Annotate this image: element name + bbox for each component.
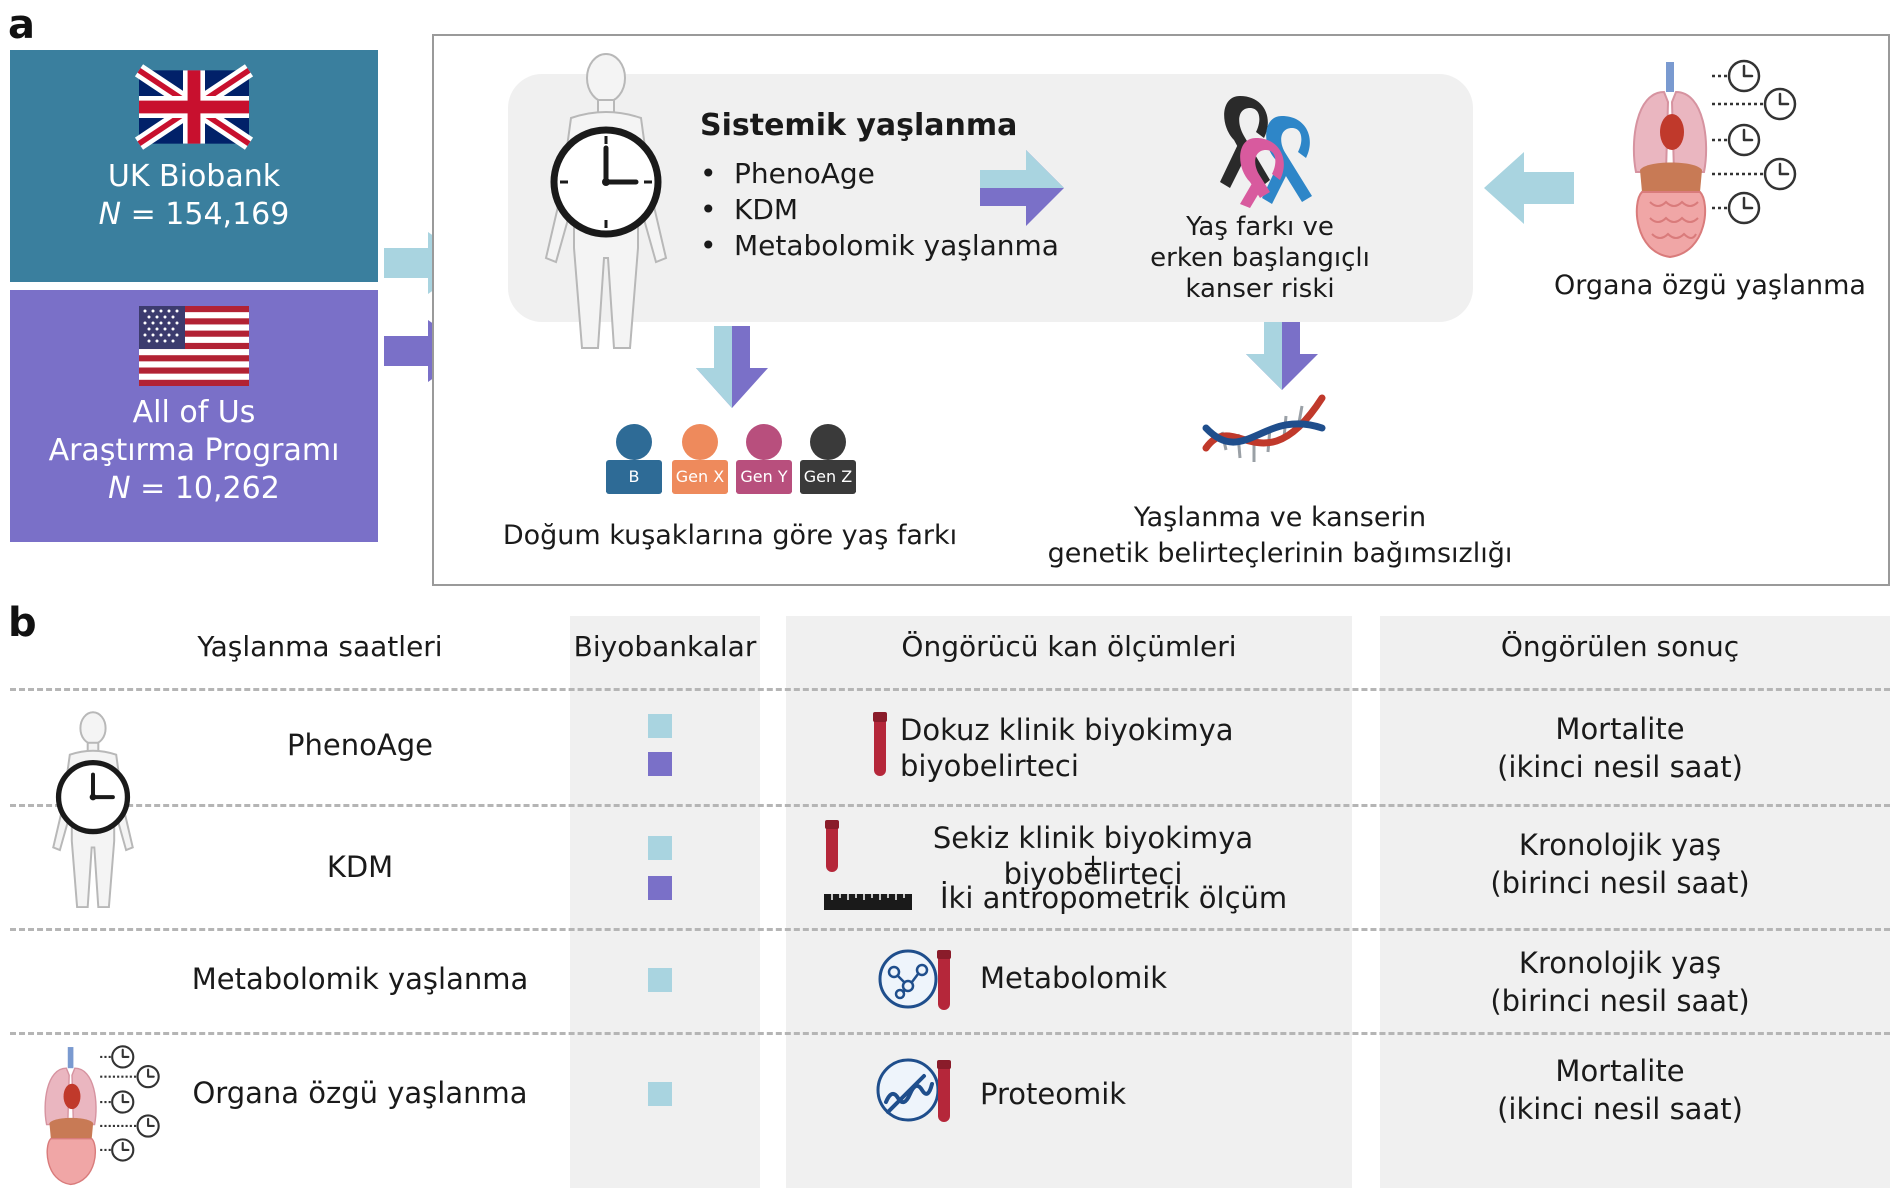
uk-biobank-box: UK Biobank N = 154,169 xyxy=(10,50,378,282)
header-aging-clocks: Yaşlanma saatleri xyxy=(197,630,443,663)
panel-a-letter: a xyxy=(8,2,35,48)
biobank-us-marker xyxy=(648,876,672,900)
row-measure-kdm: Sekiz klinik biyokimya biyobelirteci xyxy=(858,820,1328,892)
list-item: Metabolomik yaşlanma xyxy=(700,228,1059,264)
header-measures: Öngörücü kan ölçümleri xyxy=(901,630,1237,663)
biobank-uk-marker xyxy=(648,1082,672,1106)
all-of-us-name-2: Araştırma Programı xyxy=(48,433,340,468)
row-divider xyxy=(10,928,1890,931)
list-item: PhenoAge xyxy=(700,156,1059,192)
uk-biobank-n: N = 154,169 xyxy=(98,197,290,232)
outcome-line: Mortalite xyxy=(1555,712,1685,746)
row-outcome-organ: Mortalite (ikinci nesil saat) xyxy=(1380,1052,1860,1128)
all-of-us-box: All of Us Araştırma Programı N = 10,262 xyxy=(10,290,378,542)
row-outcome-phenoage: Mortalite (ikinci nesil saat) xyxy=(1380,710,1860,786)
systemic-to-risk-arrow-icon xyxy=(980,150,1064,226)
uk-flag-icon xyxy=(134,64,254,150)
row-measure-proteomic: Proteomik xyxy=(980,1077,1127,1111)
risk-text-line: Yaş farkı ve xyxy=(1186,212,1334,242)
outcome-line: (ikinci nesil saat) xyxy=(1497,1092,1743,1126)
row-divider xyxy=(10,688,1890,691)
list-item: KDM xyxy=(700,192,1059,228)
row-measure-kdm-2: İki antropometrik ölçüm xyxy=(940,881,1288,915)
outcome-column xyxy=(1380,616,1890,1188)
biobank-uk-marker xyxy=(648,968,672,992)
row-clock-kdm: KDM xyxy=(326,850,394,884)
blood-tube-icon xyxy=(873,712,887,776)
row-divider xyxy=(10,1032,1890,1035)
outcome-line: (birinci nesil saat) xyxy=(1490,866,1750,900)
outcome-line: Kronolojik yaş xyxy=(1518,828,1722,862)
row-clock-metabolomic: Metabolomik yaşlanma xyxy=(191,962,529,996)
row-outcome-metabolomic: Kronolojik yaş (birinci nesil saat) xyxy=(1380,944,1860,1020)
proteomics-icon xyxy=(876,1058,951,1122)
cancer-ribbon-icon xyxy=(1220,96,1312,208)
organ-aging-label: Organa özgü yaşlanma xyxy=(1554,270,1866,301)
measure-line: Sekiz klinik biyokimya biyobelirteci xyxy=(932,821,1254,891)
uk-biobank-name: UK Biobank xyxy=(107,159,281,194)
outcome-line: (ikinci nesil saat) xyxy=(1497,750,1743,784)
human-clock-small-icon xyxy=(52,711,134,909)
measure-line: Dokuz klinik biyokimya xyxy=(900,713,1234,747)
human-clock-icon xyxy=(544,53,668,349)
organ-to-risk-arrow-icon xyxy=(1484,152,1574,224)
row-measure-kdm-plus: + xyxy=(1082,849,1104,879)
row-measure-metabolomic: Metabolomik xyxy=(980,961,1168,995)
header-biobanks: Biyobankalar xyxy=(573,630,757,663)
systemic-to-generations-arrow-icon xyxy=(696,326,768,408)
risk-to-genetics-arrow-icon xyxy=(1246,322,1318,390)
genetic-caption: Yaşlanma ve kanserin genetik belirteçler… xyxy=(1040,500,1520,572)
dna-helix-icon xyxy=(1202,394,1326,462)
metabolomics-icon xyxy=(878,949,951,1010)
row-measure-phenoage: Dokuz klinik biyokimya biyobelirteci xyxy=(900,712,1234,784)
measure-line: biyobelirteci xyxy=(900,749,1079,783)
row-divider xyxy=(10,804,1890,807)
biobank-uk-marker xyxy=(648,836,672,860)
gen-badge-gen-z: Gen Z xyxy=(800,460,856,494)
risk-text-line: erken başlangıçlı xyxy=(1150,243,1370,273)
row-clock-phenoage: PhenoAge xyxy=(287,728,433,762)
us-flag-icon xyxy=(139,306,249,386)
all-of-us-name-1: All of Us xyxy=(132,395,256,430)
genetic-caption-line: genetik belirteçlerinin bağımsızlığı xyxy=(1047,538,1513,569)
blood-tube-icon xyxy=(825,820,839,872)
all-of-us-n: N = 10,262 xyxy=(108,471,280,506)
outcome-line: (birinci nesil saat) xyxy=(1490,984,1750,1018)
gen-badge-gen-y: Gen Y xyxy=(736,460,792,494)
gen-badge-b: B xyxy=(606,460,662,494)
header-outcome: Öngörülen sonuç xyxy=(1500,630,1740,663)
organ-clocks-icon xyxy=(1632,59,1797,259)
systemic-aging-title: Sistemik yaşlanma xyxy=(700,108,1018,143)
ruler-icon xyxy=(824,894,912,910)
biobank-uk-marker xyxy=(648,714,672,738)
outcome-line: Mortalite xyxy=(1555,1054,1685,1088)
panel-b-letter: b xyxy=(8,600,37,646)
organ-clocks-small-icon xyxy=(44,1045,160,1186)
generations-caption: Doğum kuşaklarına göre yaş farkı xyxy=(502,520,958,551)
risk-text-line: kanser riski xyxy=(1185,274,1335,304)
row-clock-organ: Organa özgü yaşlanma xyxy=(192,1076,528,1110)
gen-badge-gen-x: Gen X xyxy=(672,460,728,494)
outcome-line: Kronolojik yaş xyxy=(1518,946,1722,980)
row-outcome-kdm: Kronolojik yaş (birinci nesil saat) xyxy=(1380,826,1860,902)
systemic-aging-list: PhenoAge KDM Metabolomik yaşlanma xyxy=(700,156,1059,264)
biobank-us-marker xyxy=(648,752,672,776)
genetic-caption-line: Yaşlanma ve kanserin xyxy=(1133,502,1427,533)
risk-text: Yaş farkı ve erken başlangıçlı kanser ri… xyxy=(1140,212,1380,305)
